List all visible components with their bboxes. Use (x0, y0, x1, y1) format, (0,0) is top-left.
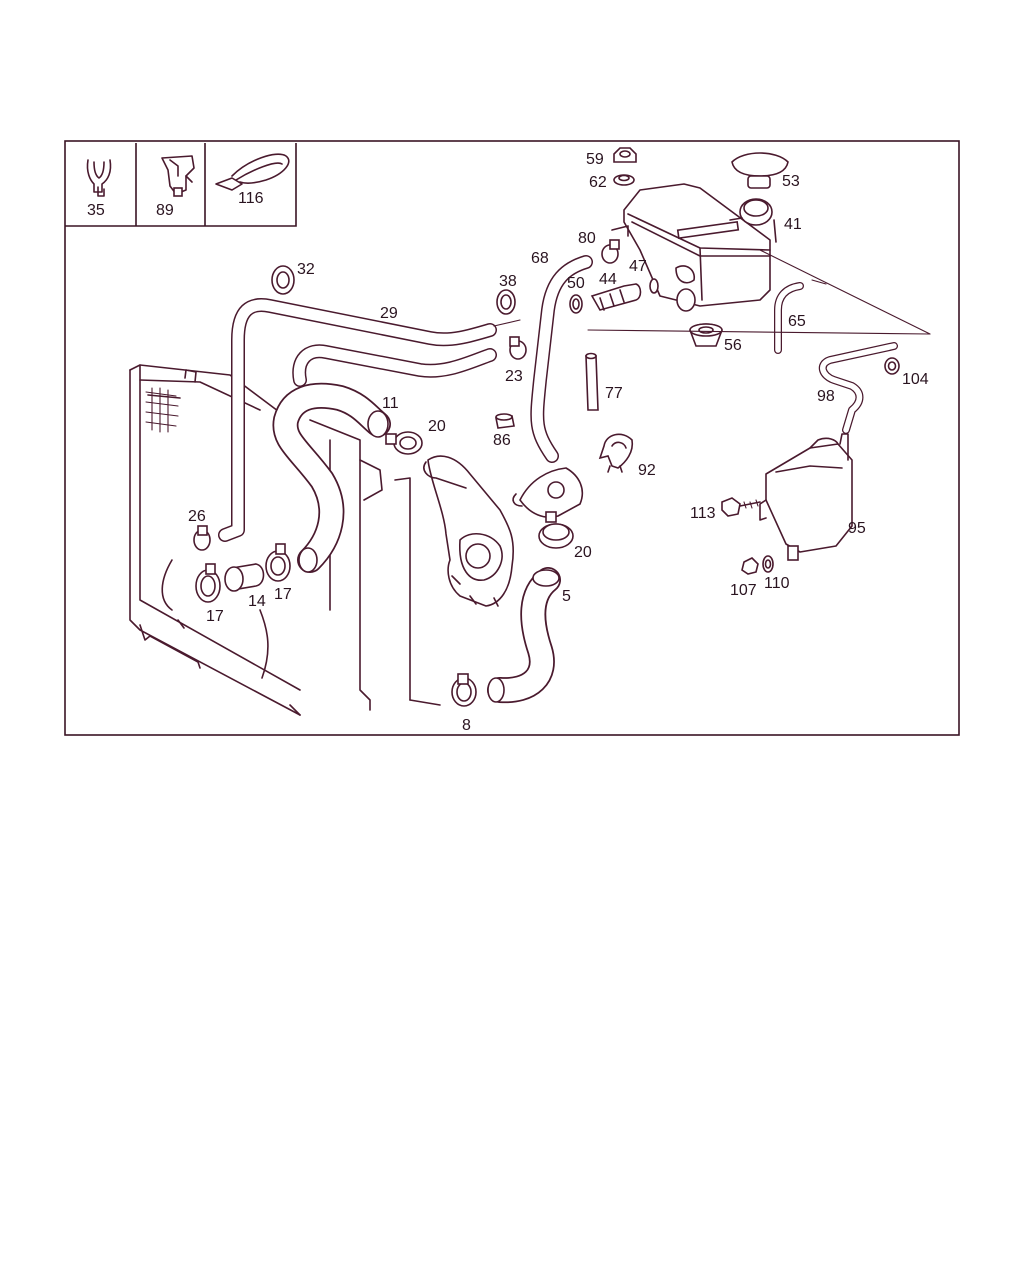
lower-hose-5 (487, 567, 561, 704)
washer-reservoir-95 (759, 433, 853, 561)
label-113: 113 (690, 505, 716, 522)
inset-label-89: 89 (156, 202, 174, 219)
grommet-104 (884, 357, 900, 375)
expansion-tank (611, 183, 771, 312)
label-38: 38 (499, 273, 517, 290)
label-26: 26 (188, 508, 206, 525)
label-47: 47 (629, 258, 647, 275)
label-20-lower: 20 (574, 544, 592, 561)
label-23: 23 (505, 368, 523, 385)
label-95: 95 (848, 520, 866, 537)
label-77: 77 (605, 385, 623, 402)
hose-98 (818, 342, 898, 434)
seal-47 (649, 278, 659, 294)
inset-label-116: 116 (238, 190, 264, 207)
radiator-cap-53 (731, 152, 789, 189)
clamp-17-left (195, 563, 221, 603)
grommet-86 (495, 413, 515, 429)
label-20-upper: 20 (428, 418, 446, 435)
label-59: 59 (586, 151, 604, 168)
label-17-right: 17 (274, 586, 292, 603)
label-8: 8 (462, 717, 471, 734)
inset-boxes (65, 143, 297, 227)
hose-65 (774, 282, 804, 354)
label-14: 14 (248, 593, 266, 610)
label-107: 107 (730, 582, 757, 599)
clamp-8 (451, 673, 477, 707)
clamp-80 (601, 239, 620, 264)
label-98: 98 (817, 388, 835, 405)
washer-110 (762, 555, 774, 573)
grommet-32 (271, 265, 295, 295)
label-50: 50 (567, 275, 585, 292)
hose-29 (218, 298, 497, 542)
label-17-left: 17 (206, 608, 224, 625)
clamp-26 (193, 525, 211, 551)
label-68: 68 (531, 250, 549, 267)
upper-hose-11 (272, 382, 391, 573)
label-44: 44 (599, 271, 617, 288)
label-56: 56 (724, 337, 742, 354)
clamp-20-upper (385, 431, 423, 455)
grommet-56 (689, 323, 723, 347)
label-86: 86 (493, 432, 511, 449)
label-53: 53 (782, 173, 800, 190)
nut-59 (613, 147, 637, 163)
sleeve-14 (224, 563, 265, 592)
label-62: 62 (589, 174, 607, 191)
clip-icon (86, 159, 112, 197)
radiator (129, 364, 441, 716)
nut-107 (741, 557, 759, 575)
inset-label-35: 35 (87, 202, 105, 219)
bolt-113 (721, 497, 761, 517)
label-41: 41 (784, 216, 802, 233)
label-32: 32 (297, 261, 315, 278)
grommet-38 (496, 289, 516, 315)
leader-lines (493, 249, 931, 335)
diagram-frame (64, 140, 960, 736)
clip-23 (509, 336, 527, 360)
label-65: 65 (788, 313, 806, 330)
clamp-17-right (265, 543, 291, 582)
label-80: 80 (578, 230, 596, 247)
holder-clip-icon (161, 155, 195, 197)
part-labels: 59 62 53 41 80 68 38 44 47 50 32 29 65 5… (188, 151, 929, 734)
pipe-77 (585, 352, 599, 411)
seal-50 (569, 294, 583, 314)
label-11: 11 (382, 395, 399, 412)
label-29: 29 (380, 305, 398, 322)
hose-upper-second (292, 344, 497, 387)
label-92: 92 (638, 462, 656, 479)
filler-neck-41 (729, 198, 777, 243)
label-104: 104 (902, 371, 929, 388)
washer-62 (613, 174, 635, 186)
water-pump-housing (423, 455, 584, 607)
clamp-20-lower (538, 511, 574, 549)
clip-92 (598, 433, 634, 473)
hose-68 (530, 255, 593, 463)
cable-tie-icon (215, 153, 290, 191)
label-5: 5 (562, 588, 571, 605)
level-switch-44 (590, 283, 642, 311)
label-110: 110 (764, 575, 790, 592)
